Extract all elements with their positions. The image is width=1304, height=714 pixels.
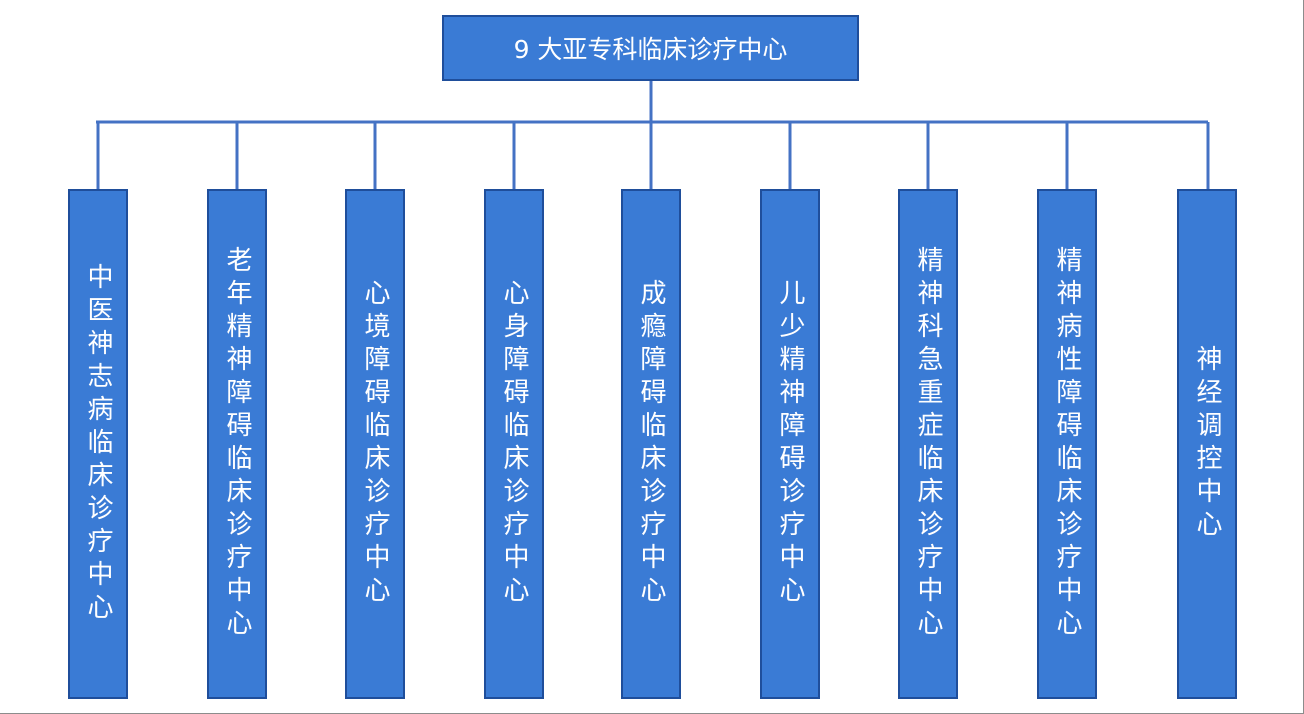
- child-node-4: 心身障碍临床诊疗中心: [484, 189, 544, 699]
- root-node: 9 大亚专科临床诊疗中心: [442, 15, 859, 81]
- child-node-label: 精神科急重症临床诊疗中心: [913, 246, 943, 642]
- root-node-label: 9 大亚专科临床诊疗中心: [513, 35, 788, 64]
- child-node-9: 神经调控中心: [1177, 189, 1237, 699]
- child-node-8: 精神病性障碍临床诊疗中心: [1037, 189, 1097, 699]
- child-node-3: 心境障碍临床诊疗中心: [345, 189, 405, 699]
- child-node-label: 心境障碍临床诊疗中心: [360, 279, 390, 609]
- child-node-label: 老年精神障碍临床诊疗中心: [222, 246, 252, 642]
- child-node-6: 儿少精神障碍诊疗中心: [760, 189, 820, 699]
- child-node-label: 成瘾障碍临床诊疗中心: [636, 279, 666, 609]
- child-node-1: 中医神志病临床诊疗中心: [68, 189, 128, 699]
- child-node-7: 精神科急重症临床诊疗中心: [898, 189, 958, 699]
- child-node-label: 儿少精神障碍诊疗中心: [775, 279, 805, 609]
- child-node-2: 老年精神障碍临床诊疗中心: [207, 189, 267, 699]
- child-node-label: 心身障碍临床诊疗中心: [499, 279, 529, 609]
- child-node-5: 成瘾障碍临床诊疗中心: [621, 189, 681, 699]
- child-node-label: 精神病性障碍临床诊疗中心: [1052, 246, 1082, 642]
- child-node-label: 中医神志病临床诊疗中心: [83, 262, 113, 626]
- child-node-label: 神经调控中心: [1192, 345, 1222, 543]
